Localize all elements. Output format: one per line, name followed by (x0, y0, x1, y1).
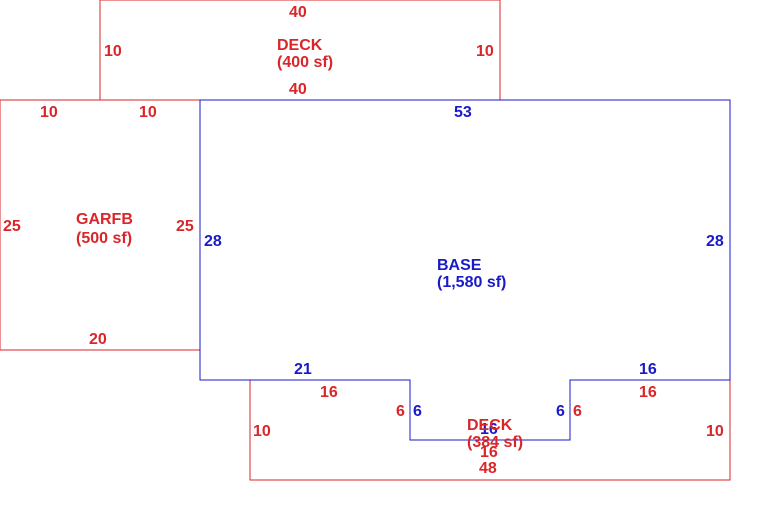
base-dim-bottom-left: 21 (294, 361, 312, 378)
deck-top-name: DECK (277, 37, 323, 54)
deck-bottom-name: DECK (467, 417, 513, 434)
deck-top-dim-left: 10 (104, 43, 122, 60)
deck-bottom-dim-bottom: 48 (479, 460, 497, 477)
garfb-dim-bottom: 20 (89, 331, 107, 348)
garfb-dim-top-right: 10 (139, 104, 157, 121)
base-name: BASE (437, 257, 482, 274)
base-dim-notch-bottom: 16 (480, 421, 498, 438)
base-dim-left: 28 (204, 233, 222, 250)
base-dim-notch-right: 6 (556, 403, 565, 420)
garfb-name: GARFB (76, 211, 133, 228)
deck-bottom-dim-notch-bottom: 16 (480, 444, 498, 461)
base-area: (1,580 sf) (437, 274, 506, 291)
deck-bottom-dim-right: 10 (706, 423, 724, 440)
deck-bottom-dim-left: 10 (253, 423, 271, 440)
garfb-area: (500 sf) (76, 230, 132, 247)
garfb-dim-top-left: 10 (40, 104, 58, 121)
deck-top-dim-bottom: 40 (289, 81, 307, 98)
deck-top-dim-top: 40 (289, 4, 307, 21)
base-outline (199, 99, 731, 441)
deck-top-dim-right: 10 (476, 43, 494, 60)
base-dim-right: 28 (706, 233, 724, 250)
deck-bottom-dim-notch-right: 6 (573, 403, 582, 420)
deck-top-area: (400 sf) (277, 54, 333, 71)
deck-bottom-dim-notch-left: 6 (396, 403, 405, 420)
garfb-dim-left: 25 (3, 218, 21, 235)
base-dim-top: 53 (454, 104, 472, 121)
base-dim-bottom-right: 16 (639, 361, 657, 378)
garfb-dim-right: 25 (176, 218, 194, 235)
base-dim-notch-left: 6 (413, 403, 422, 420)
deck-bottom-area: (384 sf) (467, 434, 523, 451)
deck-bottom-dim-top-left: 16 (320, 384, 338, 401)
deck-bottom-dim-top-right: 16 (639, 384, 657, 401)
